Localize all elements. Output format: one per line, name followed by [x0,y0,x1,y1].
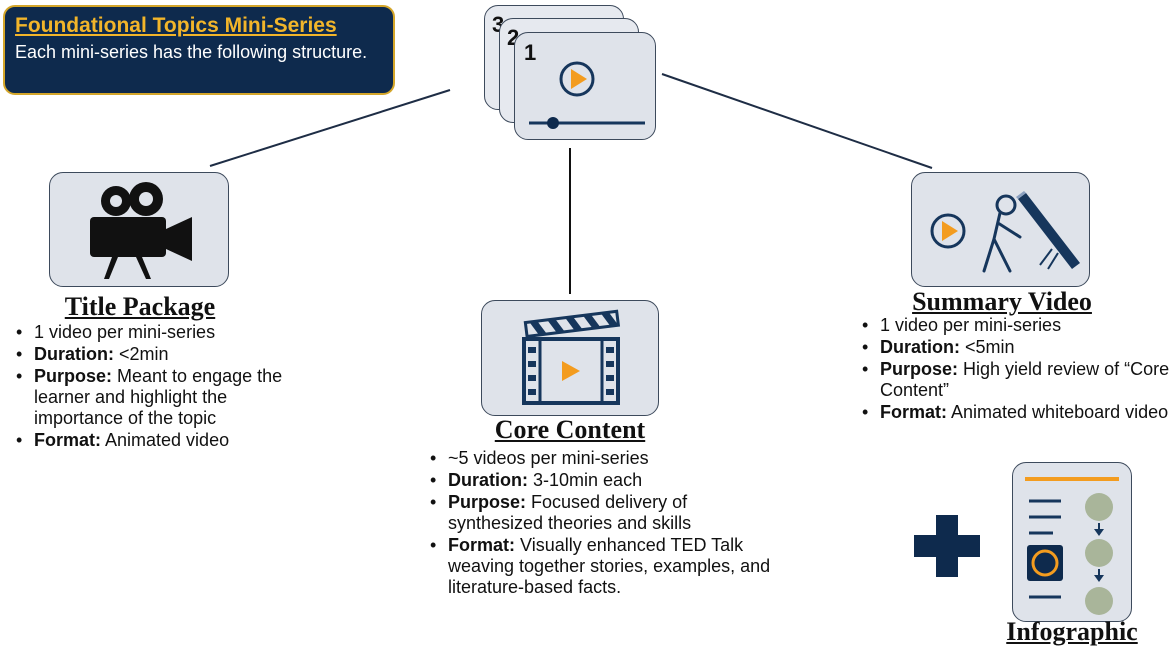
connector-to-summary-video [661,73,933,169]
infographic-icon-card [1012,462,1132,622]
video-camera-icon [90,182,192,279]
title-package-title: Title Package [64,292,216,321]
title-package-bullets: 1 video per mini-series Duration: <2min … [14,322,314,452]
core-content-icon-card [481,300,659,416]
summary-video-icon-card [911,172,1090,287]
video-card-1: 1 [514,32,656,140]
list-item: 1 video per mini-series [14,322,314,343]
core-content-title: Core Content [494,415,646,444]
list-item: 1 video per mini-series [860,315,1172,336]
list-item: Duration: 3-10min each [428,470,773,491]
title-package-icon-card [49,172,229,287]
plus-icon [914,515,980,577]
connector-to-title-package [209,89,451,167]
list-item: Duration: <2min [14,344,314,365]
list-item: Purpose: Focused delivery of synthesized… [428,492,773,534]
video-card-1-number: 1 [524,40,537,65]
list-item: Format: Animated whiteboard video [860,402,1172,423]
list-item: Duration: <5min [860,337,1172,358]
list-item: Format: Visually enhanced TED Talk weavi… [428,535,773,598]
list-item: Format: Animated video [14,430,314,451]
play-icon [559,61,595,97]
clapperboard-icon [522,309,621,405]
infographic-icon [1025,477,1119,615]
header-subtitle: Each mini-series has the following struc… [15,42,368,62]
summary-video-bullets: 1 video per mini-series Duration: <5min … [860,315,1172,424]
list-item: ~5 videos per mini-series [428,448,773,469]
header-title: Foundational Topics Mini-Series [15,14,337,37]
progress-bar-icon [529,117,645,129]
infographic-title: Infographic [1006,617,1138,646]
header-box: Foundational Topics Mini-Series Each min… [3,5,395,95]
core-content-bullets: ~5 videos per mini-series Duration: 3-10… [428,448,773,599]
summary-video-title: Summary Video [912,287,1092,316]
list-item: Purpose: Meant to engage the learner and… [14,366,314,429]
video-card-stack: 3 2 1 [484,5,659,145]
list-item: Purpose: High yield review of “Core Cont… [860,359,1172,401]
whiteboard-icon [930,191,1080,273]
